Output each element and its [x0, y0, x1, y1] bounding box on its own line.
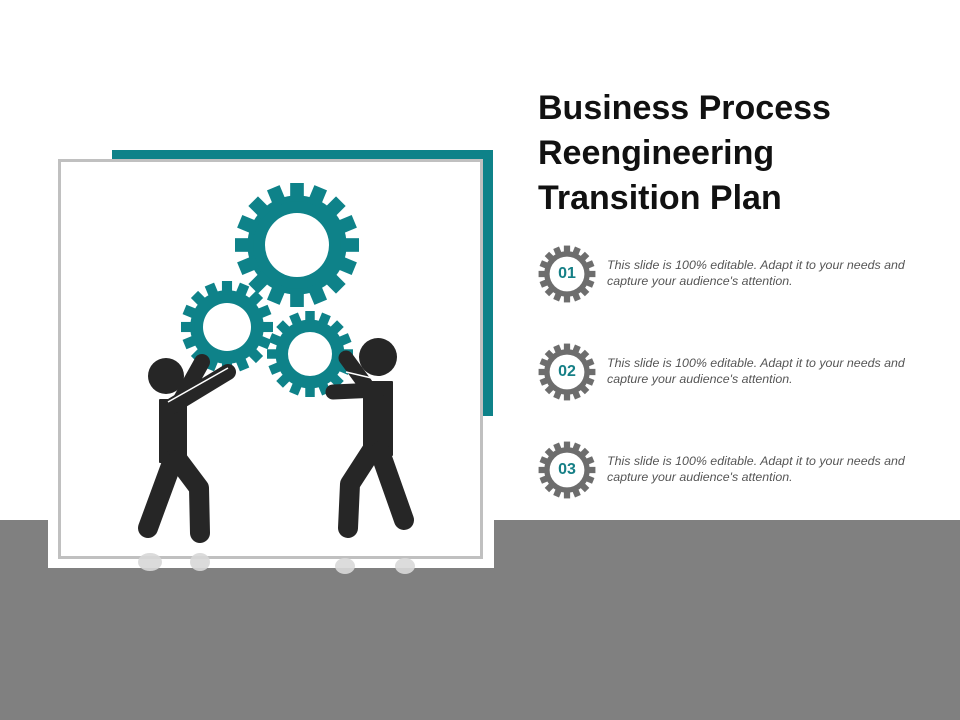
step-number: 02 [558, 363, 576, 380]
step-number: 01 [558, 265, 576, 282]
gear-icon [538, 441, 596, 499]
teal-accent-frame [112, 150, 493, 416]
title-line-2: Reengineering [538, 134, 775, 172]
step-description: This slide is 100% editable. Adapt it to… [607, 454, 905, 484]
step-description: This slide is 100% editable. Adapt it to… [607, 258, 905, 288]
step-description: This slide is 100% editable. Adapt it to… [607, 356, 905, 386]
slide-title: Business Process Reengineering Transitio… [538, 86, 918, 221]
list-item-01: 01 This slide is 100% editable. Adapt it… [538, 245, 938, 305]
title-line-3: Transition Plan [538, 179, 782, 217]
grey-border-frame [58, 159, 483, 559]
list-item-03: 03 This slide is 100% editable. Adapt it… [538, 441, 938, 501]
title-line-1: Business Process [538, 89, 831, 127]
gear-icon [538, 343, 596, 401]
gear-icon [538, 245, 596, 303]
list-item-02: 02 This slide is 100% editable. Adapt it… [538, 343, 938, 403]
step-number: 03 [558, 461, 576, 478]
